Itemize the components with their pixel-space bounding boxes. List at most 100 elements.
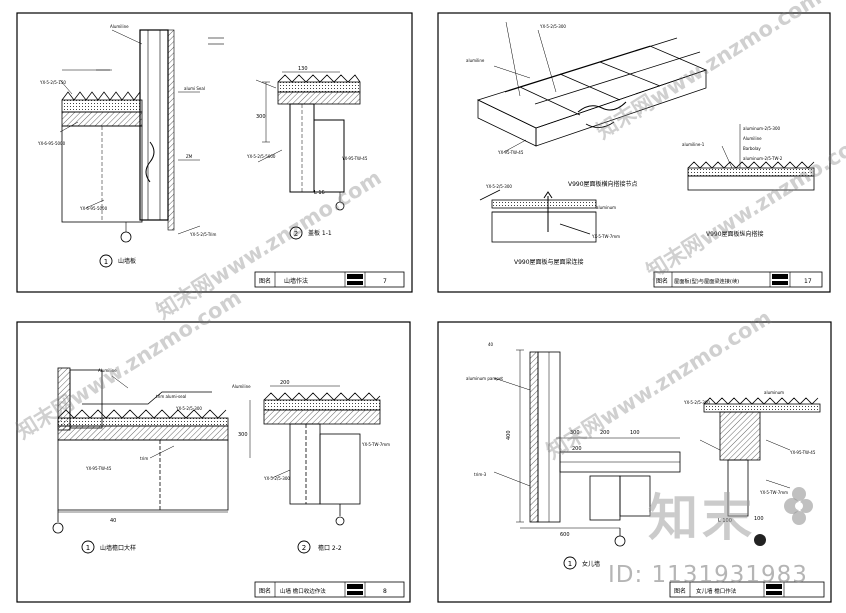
svg-text:trim: trim: [140, 456, 148, 461]
svg-text:女儿墙 檐口作法: 女儿墙 檐口作法: [696, 587, 737, 595]
svg-text:YX-6-95-5000: YX-6-95-5000: [37, 141, 66, 146]
caption-beam-connection: V990屋面板与屋面梁连接: [514, 258, 584, 266]
svg-text:图名: 图名: [674, 587, 686, 595]
svg-text:YX-5-2/5-5000: YX-5-2/5-5000: [246, 154, 276, 159]
svg-text:YX-95-TW-45: YX-95-TW-45: [789, 450, 816, 455]
sheet-frame: [437, 321, 832, 603]
brand-logo-mark: [784, 487, 813, 525]
svg-text:400: 400: [506, 430, 512, 440]
svg-text:YX-6-95-5000: YX-6-95-5000: [79, 206, 108, 211]
svg-text:1: 1: [568, 560, 572, 568]
sheet-frame: [16, 321, 411, 603]
detail-callout-1: 1 山墙檐口大样: [81, 540, 136, 554]
svg-text:YX-95-TW-45: YX-95-TW-45: [497, 150, 524, 155]
svg-text:图名: 图名: [259, 587, 271, 595]
svg-text:ZM: ZM: [186, 154, 193, 159]
detail-beam-joint: [479, 189, 597, 243]
svg-text:Alumiline: Alumiline: [232, 384, 251, 389]
svg-text:8: 8: [383, 588, 387, 595]
svg-text:7: 7: [383, 278, 387, 285]
svg-text:YX-5-2/5-300: YX-5-2/5-300: [263, 476, 290, 481]
detail-longitudinal-lap: [687, 124, 815, 191]
svg-text:Barbolay: Barbolay: [743, 146, 761, 151]
svg-text:盖板 1-1: 盖板 1-1: [308, 229, 332, 237]
svg-text:YX-5-2/5-300: YX-5-2/5-300: [485, 184, 512, 189]
svg-text:alumi Seal: alumi Seal: [184, 86, 205, 91]
svg-text:YX-5-2/5-150: YX-5-2/5-150: [39, 80, 66, 85]
svg-text:Alumiline: Alumiline: [98, 368, 117, 373]
caption-lateral-lap: V990屋面板横向搭接节点: [568, 180, 638, 188]
svg-text:YX-5-2/5-300: YX-5-2/5-300: [683, 400, 710, 405]
svg-text:200: 200: [572, 446, 582, 452]
svg-text:trim-3: trim-3: [474, 472, 487, 477]
dot-mark: [754, 534, 766, 546]
detail-parapet: [493, 349, 681, 547]
titleblock: 图名 屋面板(型)与屋面梁连接(续) 17: [653, 271, 823, 288]
detail-eave-2-2: [249, 385, 381, 526]
titleblock: 图名 女儿墙 檐口作法: [669, 581, 825, 598]
svg-text:300: 300: [238, 432, 248, 438]
sheet-frame: [437, 12, 831, 293]
svg-text:YX-5-2/5-Trim: YX-5-2/5-Trim: [189, 232, 217, 237]
detail-callout-1: 1 女儿墙: [563, 556, 600, 570]
svg-text:300: 300: [570, 430, 580, 436]
detail-parapet-eave: [699, 397, 821, 517]
brand-logo-text: 知末: [648, 489, 756, 547]
image-id-text: ID: 1131931983: [608, 562, 808, 588]
sheet-top-right: YX-5-2/5-300 alumiline YX-95-TW-45 YX-5-…: [437, 12, 831, 293]
detail-iso-roof-panel: [476, 21, 708, 153]
sheet-frame: [16, 12, 413, 293]
detail-wall-panel: [59, 29, 224, 243]
svg-text:Alumiline: Alumiline: [743, 136, 762, 141]
svg-text:YX-5-TW-7mm: YX-5-TW-7mm: [361, 442, 390, 447]
svg-text:L 16: L 16: [314, 190, 325, 196]
svg-text:aluminum-2/5-300: aluminum-2/5-300: [743, 126, 780, 131]
svg-text:YX-5-TW-7mm: YX-5-TW-7mm: [759, 490, 788, 495]
detail-callout-1: 1 山墙板: [99, 254, 136, 268]
svg-text:aluminum parapet: aluminum parapet: [466, 376, 503, 381]
sheet-top-left: YX-5-2/5-150 YX-6-95-5000 YX-6-95-5000 A…: [16, 12, 413, 293]
svg-text:1: 1: [86, 544, 90, 552]
detail-gutter-1-1: [255, 71, 361, 211]
svg-text:YX-5-2/5-300: YX-5-2/5-300: [175, 406, 202, 411]
svg-text:女儿墙: 女儿墙: [582, 560, 600, 568]
svg-text:图名: 图名: [259, 277, 271, 285]
svg-text:aluminum: aluminum: [764, 390, 784, 395]
svg-text:檐口 2-2: 檐口 2-2: [318, 544, 342, 552]
svg-text:山墙板: 山墙板: [118, 257, 136, 265]
svg-text:屋面板(型)与屋面梁连接(续): 屋面板(型)与屋面梁连接(续): [674, 277, 739, 285]
svg-text:trim alumi-seal: trim alumi-seal: [156, 394, 186, 399]
svg-text:600: 600: [560, 532, 570, 538]
detail-eave-trim: [52, 367, 229, 534]
svg-text:40: 40: [488, 342, 494, 347]
svg-text:aluminum: aluminum: [596, 205, 616, 210]
svg-text:100: 100: [754, 516, 764, 522]
svg-text:Alumiline: Alumiline: [110, 24, 129, 29]
svg-text:40: 40: [110, 518, 116, 524]
svg-text:山墙作法: 山墙作法: [284, 277, 308, 285]
svg-text:L 100: L 100: [718, 518, 732, 524]
detail-callout-2: 2 盖板 1-1: [289, 226, 332, 240]
titleblock: 图名 山墙 檐口收边作法 8: [254, 581, 405, 598]
caption-longitudinal-lap: V990屋面板纵向搭接: [706, 230, 764, 238]
svg-text:200: 200: [600, 430, 610, 436]
svg-text:YX-5-TW-7mm: YX-5-TW-7mm: [591, 234, 620, 239]
svg-text:aluminum-2/5-TW-2: aluminum-2/5-TW-2: [743, 156, 783, 161]
svg-text:130: 130: [298, 66, 308, 72]
detail-callout-2: 2 檐口 2-2: [297, 540, 342, 554]
svg-text:200: 200: [280, 380, 290, 386]
svg-text:2: 2: [302, 544, 306, 552]
titleblock: 图名 山墙作法 7: [254, 271, 405, 288]
svg-text:100: 100: [630, 430, 640, 436]
svg-text:17: 17: [804, 278, 812, 285]
svg-text:2: 2: [294, 230, 298, 238]
svg-text:alumiline: alumiline: [466, 58, 485, 63]
svg-text:alumiline-1: alumiline-1: [682, 142, 705, 147]
svg-text:300: 300: [256, 114, 266, 120]
svg-text:YX-5-2/5-300: YX-5-2/5-300: [539, 24, 566, 29]
svg-text:山墙 檐口收边作法: 山墙 檐口收边作法: [280, 587, 326, 595]
svg-text:图名: 图名: [656, 277, 668, 285]
sheet-bottom-right: 40 aluminum parapet trim-3 300 200 100 2…: [437, 321, 832, 603]
svg-text:1: 1: [104, 258, 108, 266]
